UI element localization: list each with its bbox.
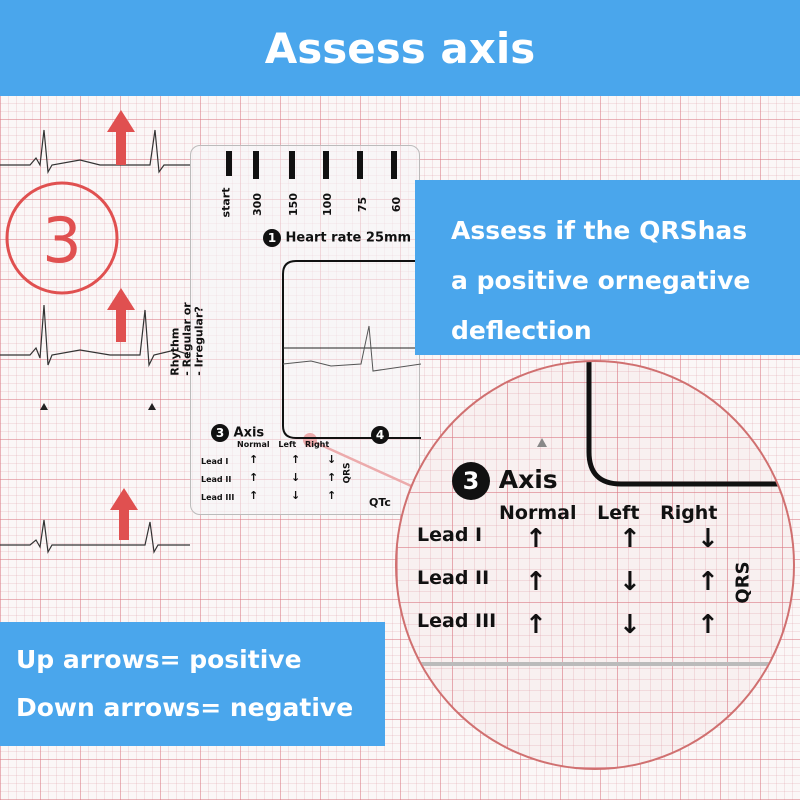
lead-label: Lead III xyxy=(417,610,497,632)
ecg-ruler-card: start 300 150 100 75 60 1 Heart rate 25m… xyxy=(169,145,421,515)
ecg-trace-1 xyxy=(0,129,190,174)
up-arrows xyxy=(107,110,138,540)
arrow-right-icon: ↑ xyxy=(697,610,719,640)
rate-tick: 60 xyxy=(390,196,404,213)
rate-tick: 75 xyxy=(356,196,370,213)
ecg-trace-2 xyxy=(0,304,191,368)
arrow-right-icon: ↓ xyxy=(697,524,719,554)
axis-columns: Normal Left Right xyxy=(499,502,718,524)
card-leads: Lead I Lead II Lead III xyxy=(201,457,235,502)
step-number: 3 xyxy=(42,204,81,277)
rate-tick: 150 xyxy=(286,193,300,216)
axis-label: 3 Axis xyxy=(211,424,264,442)
qtc-label: QTc xyxy=(369,496,391,509)
step-circle-marker xyxy=(5,181,119,295)
arrow-normal-icon: ↑ xyxy=(525,610,547,640)
heart-rate-label: 1 Heart rate 25mm xyxy=(263,229,411,247)
arrow-left-icon: ↓ xyxy=(619,610,641,640)
qrs-side-label: QRS xyxy=(732,561,754,604)
rate-tick: 300 xyxy=(250,193,264,216)
arrow-normal-icon: ↑ xyxy=(525,524,547,554)
ecg-trace-3 xyxy=(0,519,190,554)
arrow-left-icon: ↑ xyxy=(619,524,641,554)
magnifier-circle: 3 Axis Normal Left Right Lead I ↑ ↑ ↓ Lead I… xyxy=(395,360,795,770)
rhythm-label: Rhythm - Regular or - Irregular? xyxy=(168,302,206,376)
header-banner: Assess axis xyxy=(0,0,800,96)
lead-label: Lead I xyxy=(417,524,483,546)
up-arrow-icon xyxy=(107,288,135,342)
axis-title: 3 Axis xyxy=(452,462,558,500)
qrs-label: QRS xyxy=(342,462,353,484)
lead-label: Lead II xyxy=(417,567,490,589)
arrow-left-icon: ↓ xyxy=(619,567,641,597)
callout-box: Assess if the QRShas a positive ornegati… xyxy=(415,180,800,355)
legend-down: Down arrows= negative xyxy=(16,693,354,722)
arrow-right-icon: ↑ xyxy=(697,567,719,597)
page-title: Assess axis xyxy=(264,23,536,73)
legend-box: Up arrows= positive Down arrows= negativ… xyxy=(0,622,385,746)
step-4-badge: 4 xyxy=(371,426,389,444)
up-arrow-icon xyxy=(110,488,138,540)
legend-up: Up arrows= positive xyxy=(16,645,302,674)
rate-tick: start xyxy=(219,187,233,218)
arrow-normal-icon: ↑ xyxy=(525,567,547,597)
rate-tick: 100 xyxy=(320,193,334,216)
up-arrow-icon xyxy=(107,110,135,165)
axis-columns: Normal Left Right xyxy=(237,440,330,449)
